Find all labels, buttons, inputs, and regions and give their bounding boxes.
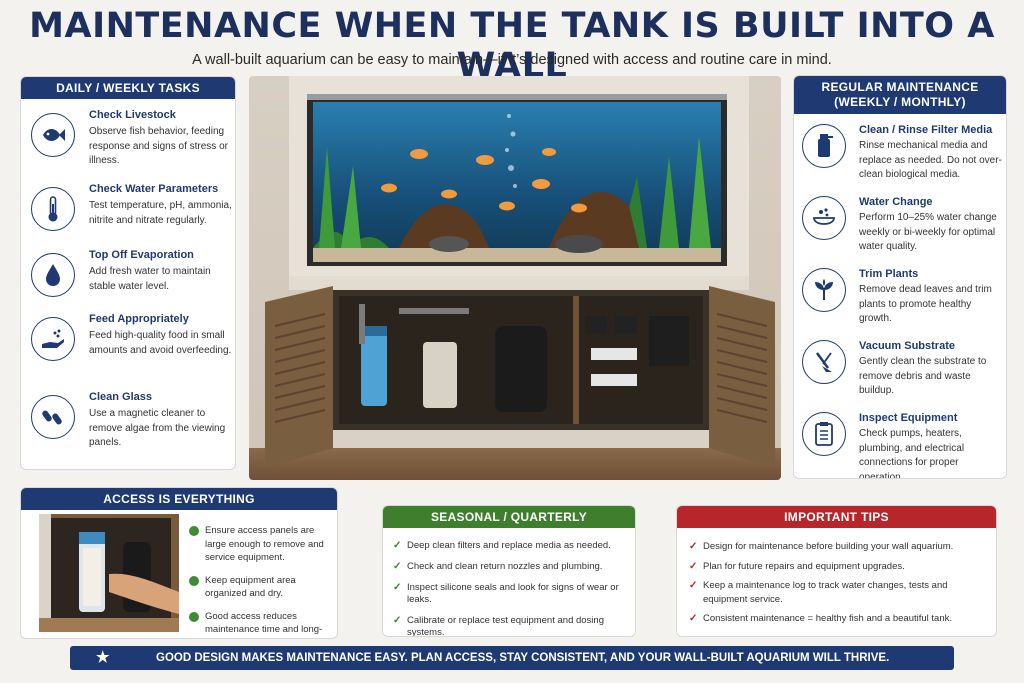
list-item: Ensure access panels are large enough to… (189, 524, 337, 565)
access-heading: ACCESS IS EVERYTHING (21, 488, 337, 510)
task-title: Check Water Parameters (89, 183, 219, 195)
task-desc: Rinse mechanical media and replace as ne… (859, 140, 1002, 180)
list-item-text: Plan for future repairs and equipment up… (703, 560, 905, 572)
list-item-text: Deep clean filters and replace media as … (407, 540, 611, 551)
task-item: Vacuum Substrate Gently clean the substr… (794, 340, 1006, 408)
seasonal-heading: SEASONAL / QUARTERLY (383, 506, 635, 528)
task-title: Inspect Equipment (859, 412, 958, 424)
task-item: Top Off Evaporation Add fresh water to m… (21, 249, 235, 315)
regular-heading-line1: REGULAR MAINTENANCE (821, 80, 979, 94)
list-item-text: Ensure access panels are large enough to… (205, 525, 324, 563)
list-item-text: Calibrate or replace test equipment and … (407, 615, 604, 637)
checkmark-icon: ✓ (689, 613, 698, 624)
checkmark-icon: ✓ (393, 540, 402, 551)
list-item: ✓ Plan for future repairs and equipment u… (689, 560, 989, 574)
star-icon: ★ (96, 649, 110, 666)
vacuum-icon (802, 340, 846, 384)
regular-heading-line2: (WEEKLY / MONTHLY) (834, 95, 966, 109)
task-item: Inspect Equipment Check pumps, heaters, … (794, 412, 1006, 479)
list-item: ✓ Inspect silicone seals and look for sig… (393, 582, 633, 606)
task-title: Check Livestock (89, 109, 176, 121)
list-item: Keep equipment area organized and dry. (189, 574, 337, 601)
plant-icon (802, 268, 846, 312)
list-item-text: Keep equipment area organized and dry. (205, 574, 296, 600)
water-change-icon (802, 196, 846, 240)
access-card: ACCESS IS EVERYTHING Ensure access panel… (20, 487, 338, 639)
list-item-text: Design for maintenance before building y… (703, 541, 954, 552)
task-title: Feed Appropriately (89, 313, 189, 325)
checkmark-icon: ✓ (393, 615, 402, 626)
task-desc: Test temperature, pH, ammonia, nitrite a… (89, 200, 232, 226)
list-item: ✓ Keep a maintenance log to track water c… (689, 579, 989, 606)
task-desc: Feed high-quality food in small amounts … (89, 330, 232, 356)
task-desc: Check pumps, heaters, plumbing, and elec… (859, 428, 965, 479)
list-item: ✓ Deep clean filters and replace media as… (393, 540, 633, 552)
list-item-text: Consistent maintenance = healthy fish an… (703, 613, 953, 624)
thermometer-icon (31, 187, 75, 231)
task-title: Clean Glass (89, 391, 152, 403)
checkmark-icon: ✓ (689, 541, 698, 552)
task-title: Trim Plants (859, 268, 919, 280)
daily-weekly-card: DAILY / WEEKLY TASKS Check Livestock Obs… (20, 76, 236, 470)
task-item: Water Change Perform 10–25% water change… (794, 196, 1006, 264)
feeding-hand-icon (31, 317, 75, 361)
task-item: Clean Glass Use a magnetic cleaner to re… (21, 391, 235, 457)
water-drop-icon (31, 253, 75, 297)
footer-text: GOOD DESIGN MAKES MAINTENANCE EASY. PLAN… (156, 652, 890, 664)
list-item: ✓ Calibrate or replace test equipment and… (393, 615, 633, 637)
seasonal-card: SEASONAL / QUARTERLY ✓ Deep clean filters… (382, 505, 636, 637)
equipment-access-photo (39, 514, 179, 632)
task-item: Check Livestock Observe fish behavior, f… (21, 109, 235, 175)
check-circle-icon (189, 575, 199, 586)
daily-weekly-heading: DAILY / WEEKLY TASKS (21, 77, 235, 99)
tips-heading: IMPORTANT TIPS (677, 506, 996, 528)
regular-maintenance-card: REGULAR MAINTENANCE (WEEKLY / MONTHLY) C… (793, 75, 1007, 479)
list-item: ✓ Check and clean return nozzles and plum… (393, 561, 633, 573)
tips-list: ✓ Design for maintenance before building … (689, 540, 989, 632)
task-item: Clean / Rinse Filter Media Rinse mechani… (794, 124, 1006, 192)
task-desc: Gently clean the substrate to remove deb… (859, 356, 987, 396)
fish-icon (31, 113, 75, 157)
task-desc: Add fresh water to maintain stable water… (89, 266, 211, 292)
page-title: MAINTENANCE WHEN THE TANK IS BUILT INTO … (29, 6, 995, 86)
magnet-cleaner-icon (31, 395, 75, 439)
task-item: Check Water Parameters Test temperature,… (21, 183, 235, 249)
filter-icon (802, 124, 846, 168)
clipboard-icon (802, 412, 846, 456)
task-desc: Observe fish behavior, feeding response … (89, 126, 228, 166)
footer-banner: ★ GOOD DESIGN MAKES MAINTENANCE EASY. PL… (70, 646, 954, 670)
task-item: Trim Plants Remove dead leaves and trim … (794, 268, 1006, 336)
check-circle-icon (189, 526, 199, 536)
task-desc: Remove dead leaves and trim plants to pr… (859, 284, 992, 324)
task-desc: Perform 10–25% water change weekly or bi… (859, 212, 997, 252)
task-desc: Use a magnetic cleaner to remove algae f… (89, 408, 226, 448)
checkmark-icon: ✓ (689, 560, 698, 572)
task-title: Vacuum Substrate (859, 340, 955, 352)
list-item-text: Keep a maintenance log to track water ch… (703, 580, 948, 605)
task-title: Clean / Rinse Filter Media (859, 124, 993, 136)
check-circle-icon (189, 611, 199, 622)
task-title: Water Change (859, 196, 933, 208)
checkmark-icon: ✓ (393, 582, 402, 593)
regular-maintenance-heading: REGULAR MAINTENANCE (WEEKLY / MONTHLY) (794, 76, 1006, 114)
checkmark-icon: ✓ (689, 580, 698, 591)
seasonal-list: ✓ Deep clean filters and replace media as… (393, 540, 633, 637)
tips-card: IMPORTANT TIPS ✓ Design for maintenance b… (676, 505, 997, 637)
list-item-text: Good access reduces maintenance time and… (205, 610, 323, 639)
task-item: Feed Appropriately Feed high-quality foo… (21, 313, 235, 379)
list-item: ✓ Design for maintenance before building … (689, 540, 989, 554)
aquarium-wall-photo (249, 76, 781, 480)
access-list: Ensure access panels are large enough to… (189, 524, 337, 639)
list-item-text: Inspect silicone seals and look for sign… (407, 582, 619, 605)
task-title: Top Off Evaporation (89, 249, 194, 261)
list-item: ✓ Consistent maintenance = healthy fish a… (689, 612, 989, 626)
checkmark-icon: ✓ (393, 561, 402, 572)
page-subtitle: A wall-built aquarium can be easy to mai… (192, 52, 832, 68)
list-item: Good access reduces maintenance time and… (189, 610, 337, 639)
list-item-text: Check and clean return nozzles and plumb… (407, 561, 603, 572)
